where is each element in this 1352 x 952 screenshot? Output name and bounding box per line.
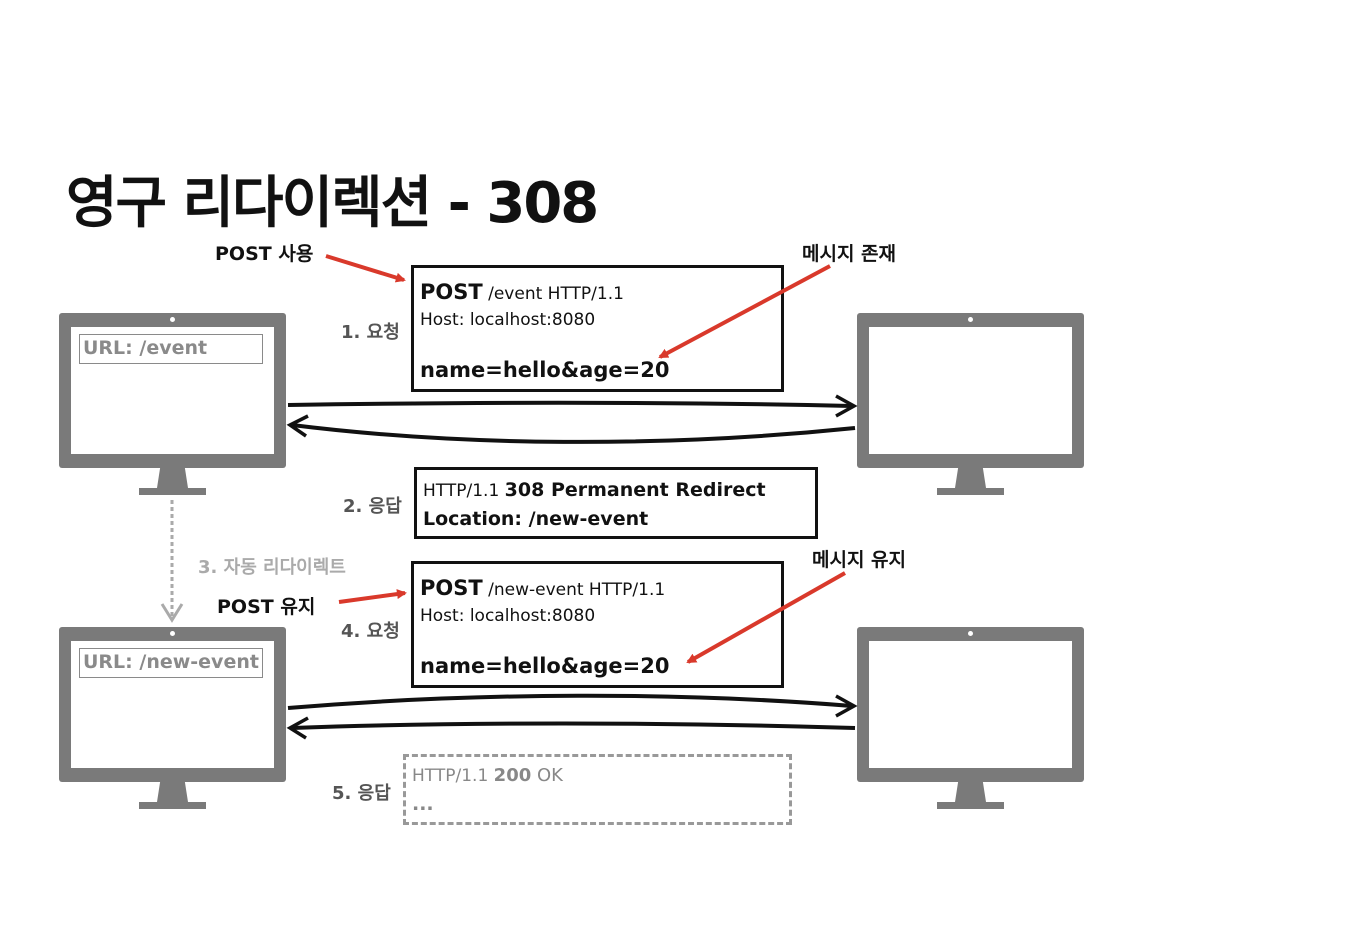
monitor-screen: URL: /new-event [71, 641, 274, 768]
host-header: Host: localhost:8080 [420, 606, 596, 626]
url-bar[interactable]: URL: /event [79, 334, 263, 364]
request-1-arrow [287, 394, 858, 418]
request-body: name=hello&age=20 [420, 358, 670, 382]
step-2-label: 2. 응답 [343, 496, 402, 517]
camera-dot [170, 317, 175, 322]
note-post-keep: POST 유지 [217, 596, 316, 618]
step-1-label: 1. 요청 [341, 322, 400, 343]
request-2-arrow [287, 693, 858, 718]
url-bar[interactable]: URL: /new-event [79, 648, 263, 678]
request-path: /event HTTP/1.1 [482, 284, 624, 304]
http-version: HTTP/1.1 [412, 766, 494, 786]
monitor-base [139, 488, 206, 495]
camera-dot [170, 631, 175, 636]
monitor-base [937, 802, 1004, 809]
camera-dot [968, 317, 973, 322]
monitor-stand [955, 468, 986, 488]
page-title: 영구 리다이렉션 - 308 [66, 171, 599, 236]
response-1-box: HTTP/1.1 308 Permanent Redirect Location… [414, 467, 818, 539]
request-body: name=hello&age=20 [420, 654, 670, 678]
request-path: /new-event HTTP/1.1 [482, 580, 666, 600]
response-1-arrow [286, 414, 856, 444]
response-2-arrow [286, 716, 856, 740]
status-text: OK [531, 765, 563, 786]
monitor-screen [869, 641, 1072, 768]
request-1-box: POST /event HTTP/1.1 Host: localhost:808… [411, 265, 784, 392]
monitor-base [937, 488, 1004, 495]
response-2-box: HTTP/1.1 200 OK ... [403, 754, 792, 825]
status-line: HTTP/1.1 200 OK [412, 765, 563, 786]
step-4-label: 4. 요청 [341, 621, 400, 642]
status-code: 308 Permanent Redirect [504, 479, 766, 501]
step-5-label: 5. 응답 [332, 783, 391, 804]
monitor-stand [157, 468, 188, 488]
http-method: POST [420, 576, 483, 600]
note-post-use: POST 사용 [215, 243, 314, 265]
note-message-exists: 메시지 존재 [802, 243, 897, 265]
note-message-keep: 메시지 유지 [812, 549, 907, 571]
client-monitor-2: URL: /new-event [59, 627, 286, 809]
monitor-stand [157, 782, 188, 802]
monitor-screen [869, 327, 1072, 454]
monitor-base [139, 802, 206, 809]
client-monitor-1: URL: /event [59, 313, 286, 495]
auto-redirect-arrow [160, 500, 184, 623]
request-line: POST /event HTTP/1.1 [420, 280, 624, 304]
status-line: HTTP/1.1 308 Permanent Redirect [423, 479, 766, 501]
monitor-stand [955, 782, 986, 802]
monitor-screen: URL: /event [71, 327, 274, 454]
status-code: 200 [493, 765, 532, 786]
post-keep-arrow [338, 589, 407, 604]
server-monitor-1 [857, 313, 1084, 495]
message-exists-arrow [658, 264, 831, 359]
request-2-box: POST /new-event HTTP/1.1 Host: localhost… [411, 561, 784, 688]
camera-dot [968, 631, 973, 636]
http-version: HTTP/1.1 [423, 481, 505, 501]
step-3-label: 3. 자동 리다이렉트 [198, 557, 346, 578]
http-method: POST [420, 280, 483, 304]
host-header: Host: localhost:8080 [420, 310, 596, 330]
location-header: Location: /new-event [423, 508, 649, 530]
request-line: POST /new-event HTTP/1.1 [420, 576, 665, 600]
post-use-arrow [325, 254, 406, 283]
ellipsis: ... [412, 793, 434, 815]
server-monitor-2 [857, 627, 1084, 809]
message-keep-arrow [686, 571, 846, 664]
